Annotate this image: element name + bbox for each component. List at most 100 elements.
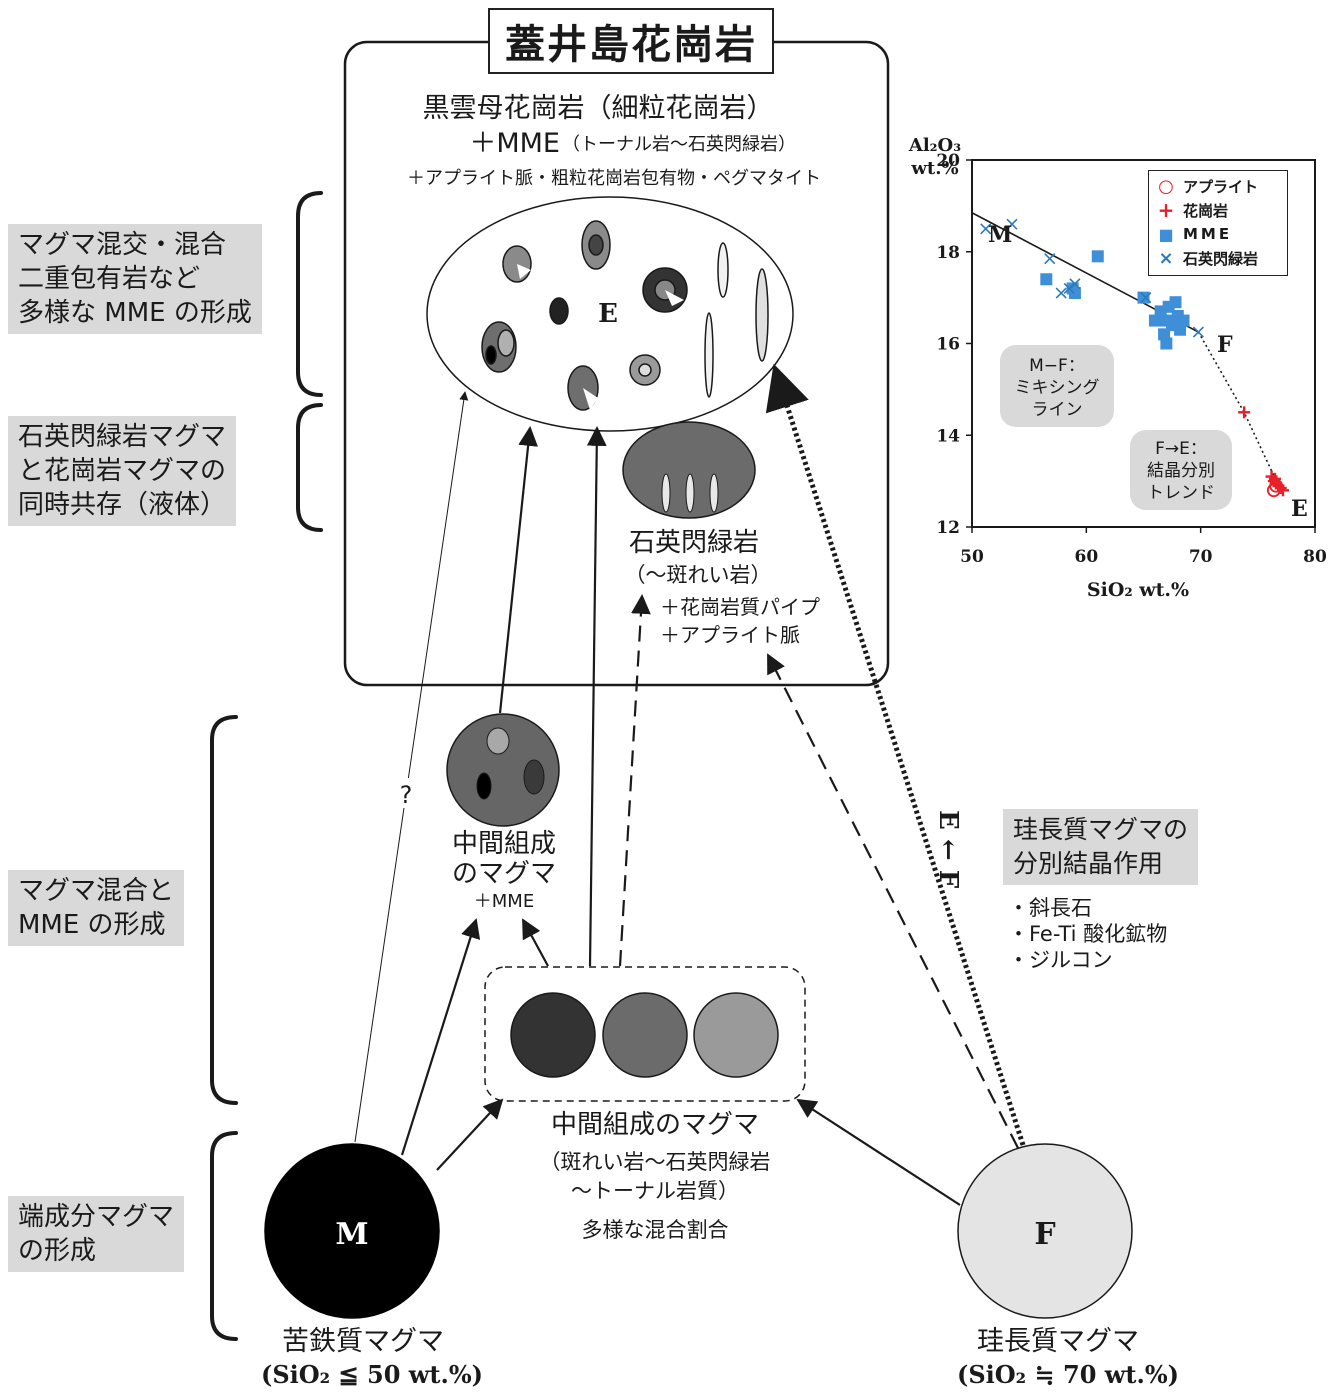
arrow-f-to-box — [796, 1098, 961, 1206]
intermediate-magma-mme — [446, 713, 560, 827]
fe-box-line3: トレンド — [1147, 483, 1215, 503]
data-points — [980, 218, 1289, 498]
quartz-diorite-point — [1192, 326, 1204, 338]
fe-box — [1130, 430, 1232, 510]
plus-marker-icon: + — [1157, 198, 1175, 222]
enclave-3-notch — [665, 290, 684, 306]
y-axis-label-line2: wt.% — [910, 158, 958, 179]
arrow-m-to-intermediate-mme — [400, 918, 481, 1156]
mme-point — [1160, 314, 1173, 327]
aplite-vein-2 — [755, 268, 769, 362]
aplite-vein-1 — [717, 242, 729, 298]
y-tick-label: 16 — [936, 335, 960, 355]
x-tick-label: 60 — [1074, 547, 1098, 567]
qd-sub: （〜斑れい岩） — [625, 563, 772, 587]
granite-point — [1238, 406, 1251, 419]
frac-item-1: ・斜長石 — [1008, 896, 1092, 920]
enclave-4 — [549, 297, 569, 325]
label-fractional-crystallization: 珪長質マグマの 分別結晶作用 — [1003, 809, 1199, 885]
x-marker-icon: × — [1158, 247, 1174, 269]
arrow-box-to-qd — [618, 594, 651, 967]
mafic-symbol: M — [335, 1217, 368, 1252]
enclave-1-notch — [517, 264, 531, 279]
legend-quartz-diorite: ×石英閃緑岩 — [1158, 247, 1259, 269]
felsic-symbol: F — [1034, 1217, 1055, 1252]
x-axis-label: SiO₂ wt.% — [1087, 579, 1189, 601]
legend-mme: ■MME — [1158, 224, 1233, 244]
point-label-m: M — [988, 222, 1012, 248]
fractionation-arrow-label: E ← F — [933, 810, 963, 889]
felsic-label: 珪長質マグマ — [977, 1326, 1139, 1357]
inter-upper-line2: のマグマ — [452, 859, 556, 889]
enclave-5-core — [497, 329, 515, 357]
granite-point — [1268, 472, 1281, 485]
mme-point — [1169, 296, 1182, 309]
arrow-f-to-qd — [767, 653, 1019, 1149]
upper-line2: ＋MME — [469, 128, 560, 159]
brace-4 — [210, 1131, 238, 1341]
mme-inclusion-1 — [486, 727, 510, 755]
enclave-2-core — [588, 234, 604, 256]
left-braces — [210, 191, 323, 1341]
quartz-diorite-point — [1069, 278, 1081, 290]
inter-box-sub3: 多様な混合割合 — [582, 1218, 729, 1242]
upper-line1: 黒雲母花崗岩（細粒花崗岩） — [423, 93, 774, 124]
qd-add1: ＋花崗岩質パイプ — [660, 595, 820, 619]
granite-pipes — [661, 473, 719, 513]
brace-3 — [210, 715, 238, 1105]
mme-point — [1174, 323, 1187, 336]
question-mark: ? — [400, 781, 413, 809]
mme-point — [1091, 250, 1104, 263]
square-marker-icon: ■ — [1158, 224, 1174, 244]
point-label-f: F — [1217, 332, 1233, 358]
aplite-vein-3 — [704, 312, 714, 398]
mf-box-line1: M−F： — [1029, 356, 1085, 376]
felsic-magma — [957, 1143, 1133, 1319]
frac-item-3: ・ジルコン — [1008, 948, 1113, 972]
inter-box-label: 中間組成のマグマ — [551, 1110, 759, 1140]
inter-box-sub1: （斑れい岩〜石英閃緑岩 — [540, 1150, 771, 1174]
mme-point — [1158, 328, 1171, 341]
y-tick-label: 14 — [936, 426, 960, 446]
arrow-m-to-ellipse — [354, 391, 469, 1143]
enclave-5-dark — [485, 345, 497, 365]
mafic-sio2: (SiO₂ ≦ 50 wt.%) — [261, 1360, 483, 1389]
quartz-diorite-point — [1055, 287, 1067, 299]
legend-granite: +花崗岩 — [1157, 198, 1229, 222]
inter-upper-line3: ＋MME — [474, 891, 534, 912]
x-tick-label: 50 — [960, 547, 984, 567]
mme-point — [1040, 273, 1053, 286]
circle-marker-icon: ○ — [1158, 175, 1174, 197]
label-coexistence: 石英閃緑岩マグマ と花崗岩マグマの 同時共存（液体） — [8, 416, 237, 526]
inter-upper-line1: 中間組成 — [452, 829, 556, 859]
quartz-diorite-point — [980, 223, 992, 235]
mme-point — [1160, 337, 1173, 350]
label-end-member: 端成分マグマ の形成 — [8, 1196, 185, 1272]
inter-box-sub2: 〜トーナル岩質） — [571, 1179, 739, 1203]
inter-circle-dark — [510, 992, 596, 1078]
mafic-magma — [264, 1143, 440, 1319]
inter-circle-light — [693, 992, 779, 1078]
qd-add2: ＋アプライト脈 — [660, 623, 800, 647]
mafic-label: 苦鉄質マグマ — [282, 1326, 444, 1357]
legend-aplite: ○アプライト — [1158, 175, 1259, 197]
y-tick-label: 12 — [936, 518, 960, 538]
fe-box-line1: F→E： — [1155, 439, 1207, 459]
granite-point — [1274, 482, 1287, 495]
quartz-diorite-point — [1140, 292, 1152, 304]
mme-inclusion-3 — [523, 759, 545, 795]
mme-point — [1148, 314, 1161, 327]
quartz-diorite-ellipse — [622, 421, 756, 519]
mf-box-line3: ライン — [1032, 400, 1083, 420]
chart-legend: ○アプライト +花崗岩 ■MME ×石英閃緑岩 — [1148, 170, 1288, 276]
brace-2 — [296, 403, 323, 532]
mme-inclusion-2 — [476, 772, 492, 800]
arrow-box-to-ellipse — [586, 426, 607, 967]
frac-item-2: ・Fe-Ti 酸化鉱物 — [1008, 922, 1167, 946]
y-tick-label: 20 — [936, 151, 960, 171]
enclave-7-core — [638, 363, 652, 377]
upper-line3: ＋アプライト脈・粗粒花崗岩包有物・ペグマタイト — [407, 168, 821, 189]
inter-circle-mid — [602, 992, 688, 1078]
